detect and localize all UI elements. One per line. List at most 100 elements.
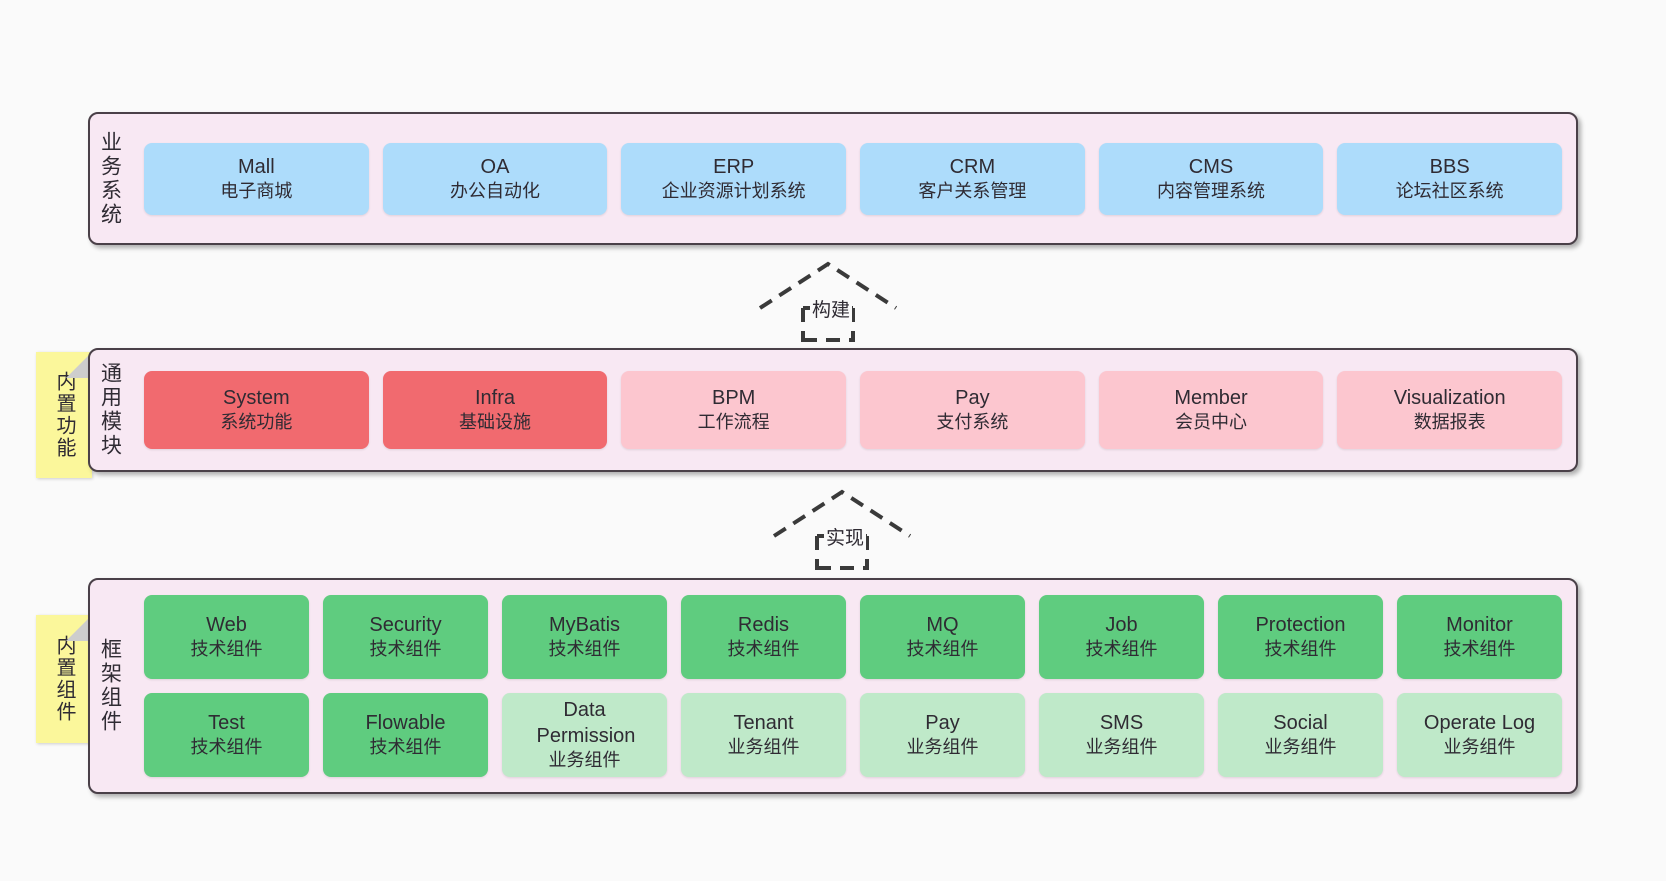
module-box-system[interactable]: System 系统功能 [144, 371, 369, 449]
box-title: Redis [737, 614, 790, 637]
module-box-infra[interactable]: Infra 基础设施 [382, 371, 608, 449]
sticky-note-label: 内置组件 [53, 635, 75, 723]
component-box-social[interactable]: Social 业务组件 [1218, 693, 1383, 777]
box-subtitle: 技术组件 [906, 639, 979, 660]
box-subtitle: 内容管理系统 [1157, 180, 1266, 201]
box-subtitle: 支付系统 [936, 412, 1009, 433]
component-box-web[interactable]: Web 技术组件 [144, 595, 309, 679]
system-box-bbs[interactable]: BBS 论坛社区系统 [1337, 142, 1563, 215]
module-box-pay[interactable]: Pay 支付系统 [860, 371, 1085, 449]
box-subtitle: 客户关系管理 [918, 180, 1027, 201]
component-box-protection[interactable]: Protection 技术组件 [1218, 595, 1383, 679]
box-subtitle: 会员中心 [1175, 412, 1248, 433]
connector-label-implement: 实现 [824, 523, 867, 550]
component-box-operate-log[interactable]: Operate Log 业务组件 [1397, 693, 1562, 777]
layer-body-common-modules: System 系统功能 Infra 基础设施 BPM 工作流程 Pay 支付系统… [130, 350, 1576, 470]
box-title: BBS [1429, 155, 1470, 178]
layer-business-systems: 业务系统 Mall 电子商城 OA 办公自动化 ERP 企业资源计划系统 CRM… [88, 112, 1578, 245]
box-subtitle: 系统功能 [220, 412, 293, 433]
box-subtitle: 业务组件 [906, 737, 979, 758]
layer-title-business-systems: 业务系统 [98, 130, 122, 227]
module-box-visualization[interactable]: Visualization 数据报表 [1337, 371, 1563, 449]
box-subtitle: 工作流程 [697, 412, 770, 433]
component-box-tenant[interactable]: Tenant 业务组件 [681, 693, 846, 777]
component-box-mybatis[interactable]: MyBatis 技术组件 [502, 595, 667, 679]
box-title: Operate Log [1423, 712, 1536, 735]
component-box-job[interactable]: Job 技术组件 [1039, 595, 1204, 679]
system-box-mall[interactable]: Mall 电子商城 [144, 142, 369, 215]
box-title: Job [1105, 614, 1138, 637]
box-title: Pay [925, 712, 960, 735]
box-title: Data Permission [536, 699, 636, 748]
component-box-mq[interactable]: MQ 技术组件 [860, 595, 1025, 679]
box-subtitle: 技术组件 [1085, 639, 1158, 660]
module-box-member[interactable]: Member 会员中心 [1098, 371, 1324, 449]
box-title: Mall [238, 155, 275, 178]
box-subtitle: 企业资源计划系统 [661, 180, 806, 201]
box-title: SMS [1099, 712, 1144, 735]
box-subtitle: 业务组件 [548, 750, 621, 771]
component-box-sms[interactable]: SMS 业务组件 [1039, 693, 1204, 777]
box-subtitle: 技术组件 [190, 737, 263, 758]
box-title: Flowable [365, 712, 446, 735]
box-row: System 系统功能 Infra 基础设施 BPM 工作流程 Pay 支付系统… [144, 371, 1563, 449]
box-row: Test 技术组件 Flowable 技术组件 Data Permission … [144, 693, 1562, 777]
box-subtitle: 技术组件 [1443, 639, 1516, 660]
component-box-security[interactable]: Security 技术组件 [323, 595, 488, 679]
box-subtitle: 技术组件 [1264, 639, 1337, 660]
box-subtitle: 技术组件 [727, 639, 800, 660]
sticky-note-label: 内置功能 [53, 371, 75, 459]
box-title: Web [206, 614, 247, 637]
box-title: MQ [926, 614, 959, 637]
box-title: Monitor [1446, 614, 1513, 637]
box-subtitle: 论坛社区系统 [1395, 180, 1504, 201]
box-title: BPM [712, 387, 756, 410]
box-title: Visualization [1393, 387, 1506, 410]
box-title: Protection [1255, 614, 1346, 637]
sticky-note-builtin-components: 内置组件 [36, 615, 92, 743]
component-box-flowable[interactable]: Flowable 技术组件 [323, 693, 488, 777]
box-title: Infra [474, 387, 516, 410]
box-subtitle: 办公自动化 [450, 180, 540, 201]
layer-title-common-modules: 通用模块 [98, 362, 122, 458]
box-title: MyBatis [548, 614, 621, 637]
layer-framework-components: 框架组件 Web 技术组件 Security 技术组件 MyBatis 技术组件… [88, 578, 1578, 794]
module-box-bpm[interactable]: BPM 工作流程 [621, 371, 847, 449]
box-title: Test [208, 712, 245, 735]
box-subtitle: 业务组件 [1085, 737, 1158, 758]
box-title: Member [1174, 387, 1248, 410]
box-row: Mall 电子商城 OA 办公自动化 ERP 企业资源计划系统 CRM 客户关系… [144, 142, 1563, 215]
box-title: ERP [713, 155, 755, 178]
component-box-monitor[interactable]: Monitor 技术组件 [1397, 595, 1562, 679]
layer-title-framework-components: 框架组件 [98, 638, 122, 734]
component-box-redis[interactable]: Redis 技术组件 [681, 595, 846, 679]
connector-implement: 实现 [772, 489, 912, 570]
system-box-erp[interactable]: ERP 企业资源计划系统 [621, 142, 847, 215]
box-title: Security [369, 614, 442, 637]
box-subtitle: 数据报表 [1413, 412, 1486, 433]
component-box-data-permission[interactable]: Data Permission 业务组件 [502, 693, 667, 777]
box-subtitle: 技术组件 [369, 639, 442, 660]
box-title: Pay [955, 387, 990, 410]
box-subtitle: 电子商城 [220, 180, 293, 201]
box-subtitle: 技术组件 [190, 639, 263, 660]
box-title: OA [480, 155, 510, 178]
box-subtitle: 业务组件 [727, 737, 800, 758]
box-subtitle: 业务组件 [1443, 737, 1516, 758]
system-box-cms[interactable]: CMS 内容管理系统 [1098, 142, 1324, 215]
system-box-oa[interactable]: OA 办公自动化 [382, 142, 608, 215]
component-box-test[interactable]: Test 技术组件 [144, 693, 309, 777]
box-subtitle: 技术组件 [548, 639, 621, 660]
box-subtitle: 基础设施 [459, 412, 531, 433]
box-row: Web 技术组件 Security 技术组件 MyBatis 技术组件 Redi… [144, 595, 1562, 679]
system-box-crm[interactable]: CRM 客户关系管理 [860, 142, 1085, 215]
connector-label-build: 构建 [810, 295, 853, 322]
component-box-pay[interactable]: Pay 业务组件 [860, 693, 1025, 777]
box-title: System [222, 387, 290, 410]
box-title: CRM [949, 155, 996, 178]
box-subtitle: 技术组件 [369, 737, 442, 758]
sticky-note-builtin-functions: 内置功能 [36, 352, 92, 478]
layer-body-business-systems: Mall 电子商城 OA 办公自动化 ERP 企业资源计划系统 CRM 客户关系… [130, 114, 1576, 243]
layer-common-modules: 通用模块 System 系统功能 Infra 基础设施 BPM 工作流程 Pay… [88, 348, 1578, 472]
